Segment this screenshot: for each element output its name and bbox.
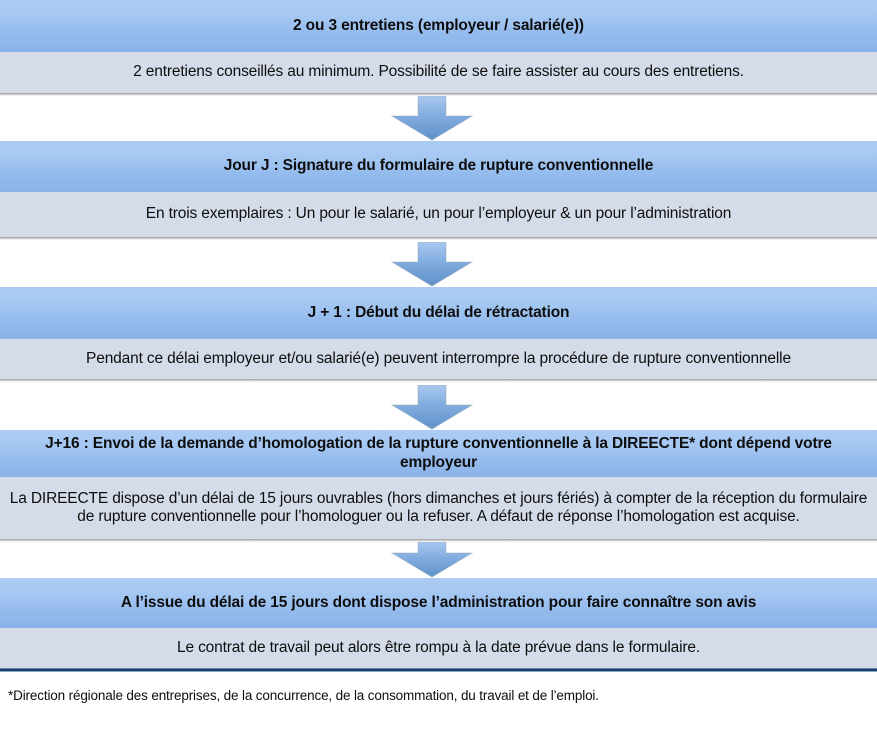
step-5-title: A l’issue du délai de 15 jours dont disp… [0,578,877,628]
step-1-description: 2 entretiens conseillés au minimum. Poss… [0,52,877,93]
divider-shadow [0,237,877,240]
step-5-description: Le contrat de travail peut alors être ro… [0,628,877,668]
step-3-description: Pendant ce délai employeur et/ou salarié… [0,339,877,379]
step-3-title: J + 1 : Début du délai de rétractation [0,287,877,339]
connector-3 [0,382,877,430]
step-4-title: J+16 : Envoi de la demande d’homologatio… [0,430,877,477]
step-4: J+16 : Envoi de la demande d’homologatio… [0,430,877,542]
divider-shadow [0,379,877,382]
connector-4 [0,542,877,578]
divider-shadow [0,93,877,96]
divider-shadow [0,539,877,542]
down-arrow-icon [390,96,473,141]
down-arrow-icon [390,385,473,430]
footnote: *Direction régionale des entreprises, de… [8,688,599,703]
step-4-description: La DIREECTE dispose d’un délai de 15 jou… [0,477,877,539]
end-border [0,668,877,672]
connector-2 [0,240,877,287]
down-arrow-icon [390,542,473,578]
step-2-title: Jour J : Signature du formulaire de rupt… [0,141,877,192]
step-3: J + 1 : Début du délai de rétractation P… [0,287,877,382]
step-5: A l’issue du délai de 15 jours dont disp… [0,578,877,672]
connector-1 [0,96,877,141]
step-2-description: En trois exemplaires : Un pour le salari… [0,192,877,237]
step-1-title: 2 ou 3 entretiens (employeur / salarié(e… [0,0,877,52]
step-1: 2 ou 3 entretiens (employeur / salarié(e… [0,0,877,96]
down-arrow-icon [390,242,473,287]
step-2: Jour J : Signature du formulaire de rupt… [0,141,877,240]
